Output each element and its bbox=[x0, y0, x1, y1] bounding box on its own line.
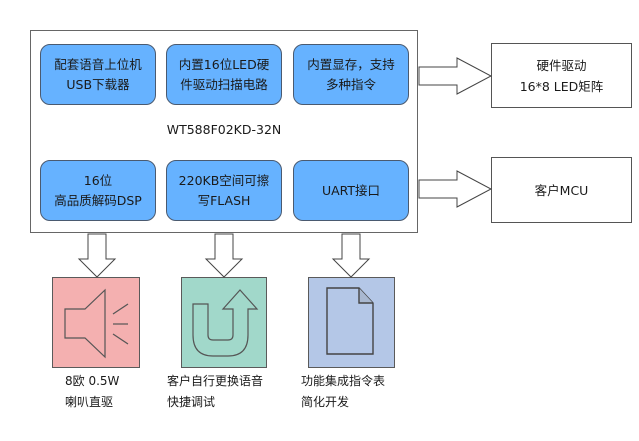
caption-line: 喇叭直驱 bbox=[65, 395, 114, 409]
document-icon bbox=[326, 287, 374, 355]
output-line: 硬件驱动 bbox=[536, 57, 587, 73]
caption-voice-update: 客户自行更换语音 快捷调试 bbox=[167, 371, 263, 413]
output-line: 客户MCU bbox=[534, 182, 589, 198]
u-turn-arrow-icon bbox=[192, 289, 259, 357]
speaker-icon bbox=[64, 288, 129, 359]
chip-title: WT588F02KD-32N bbox=[166, 122, 282, 137]
feature-line: USB下载器 bbox=[66, 76, 130, 92]
output-voice-update bbox=[181, 277, 267, 368]
caption-line: 8欧 0.5W bbox=[65, 374, 120, 388]
output-command-table bbox=[308, 277, 395, 368]
feature-uart: UART接口 bbox=[293, 160, 409, 221]
feature-flash: 220KB空间可擦写FLASH bbox=[166, 160, 282, 221]
arrow-to-command-table bbox=[331, 233, 371, 278]
caption-line: 简化开发 bbox=[301, 395, 350, 409]
feature-line: 多种指令 bbox=[325, 76, 376, 92]
caption-speaker: 8欧 0.5W 喇叭直驱 bbox=[65, 371, 119, 413]
feature-line: 220KB空间可擦 bbox=[178, 172, 270, 188]
arrow-to-speaker bbox=[77, 233, 117, 278]
feature-line: 配套语音上位机 bbox=[54, 56, 142, 72]
feature-line: UART接口 bbox=[321, 182, 381, 198]
output-led-matrix: 硬件驱动 16*8 LED矩阵 bbox=[491, 43, 632, 108]
feature-line: 16位 bbox=[83, 172, 113, 188]
caption-command-table: 功能集成指令表 简化开发 bbox=[301, 371, 385, 413]
arrow-to-voice-update bbox=[204, 233, 244, 278]
feature-display-memory: 内置显存，支持多种指令 bbox=[293, 44, 409, 105]
arrow-to-mcu bbox=[418, 170, 493, 208]
feature-line: 件驱动扫描电路 bbox=[180, 76, 268, 92]
feature-dsp: 16位高品质解码DSP bbox=[40, 160, 156, 221]
feature-line: 内置显存，支持 bbox=[307, 56, 395, 72]
caption-line: 快捷调试 bbox=[167, 395, 216, 409]
feature-led-driver: 内置16位LED硬件驱动扫描电路 bbox=[166, 44, 282, 105]
feature-usb-downloader: 配套语音上位机 USB下载器 bbox=[40, 44, 156, 105]
output-line: 16*8 LED矩阵 bbox=[519, 78, 604, 94]
output-customer-mcu: 客户MCU bbox=[491, 157, 632, 223]
caption-line: 功能集成指令表 bbox=[301, 374, 386, 388]
arrow-to-led-matrix bbox=[418, 57, 493, 95]
feature-line: 高品质解码DSP bbox=[54, 192, 142, 208]
caption-line: 客户自行更换语音 bbox=[167, 374, 264, 388]
output-speaker bbox=[52, 277, 140, 368]
feature-line: 内置16位LED硬 bbox=[178, 56, 270, 72]
feature-line: 写FLASH bbox=[197, 192, 251, 208]
